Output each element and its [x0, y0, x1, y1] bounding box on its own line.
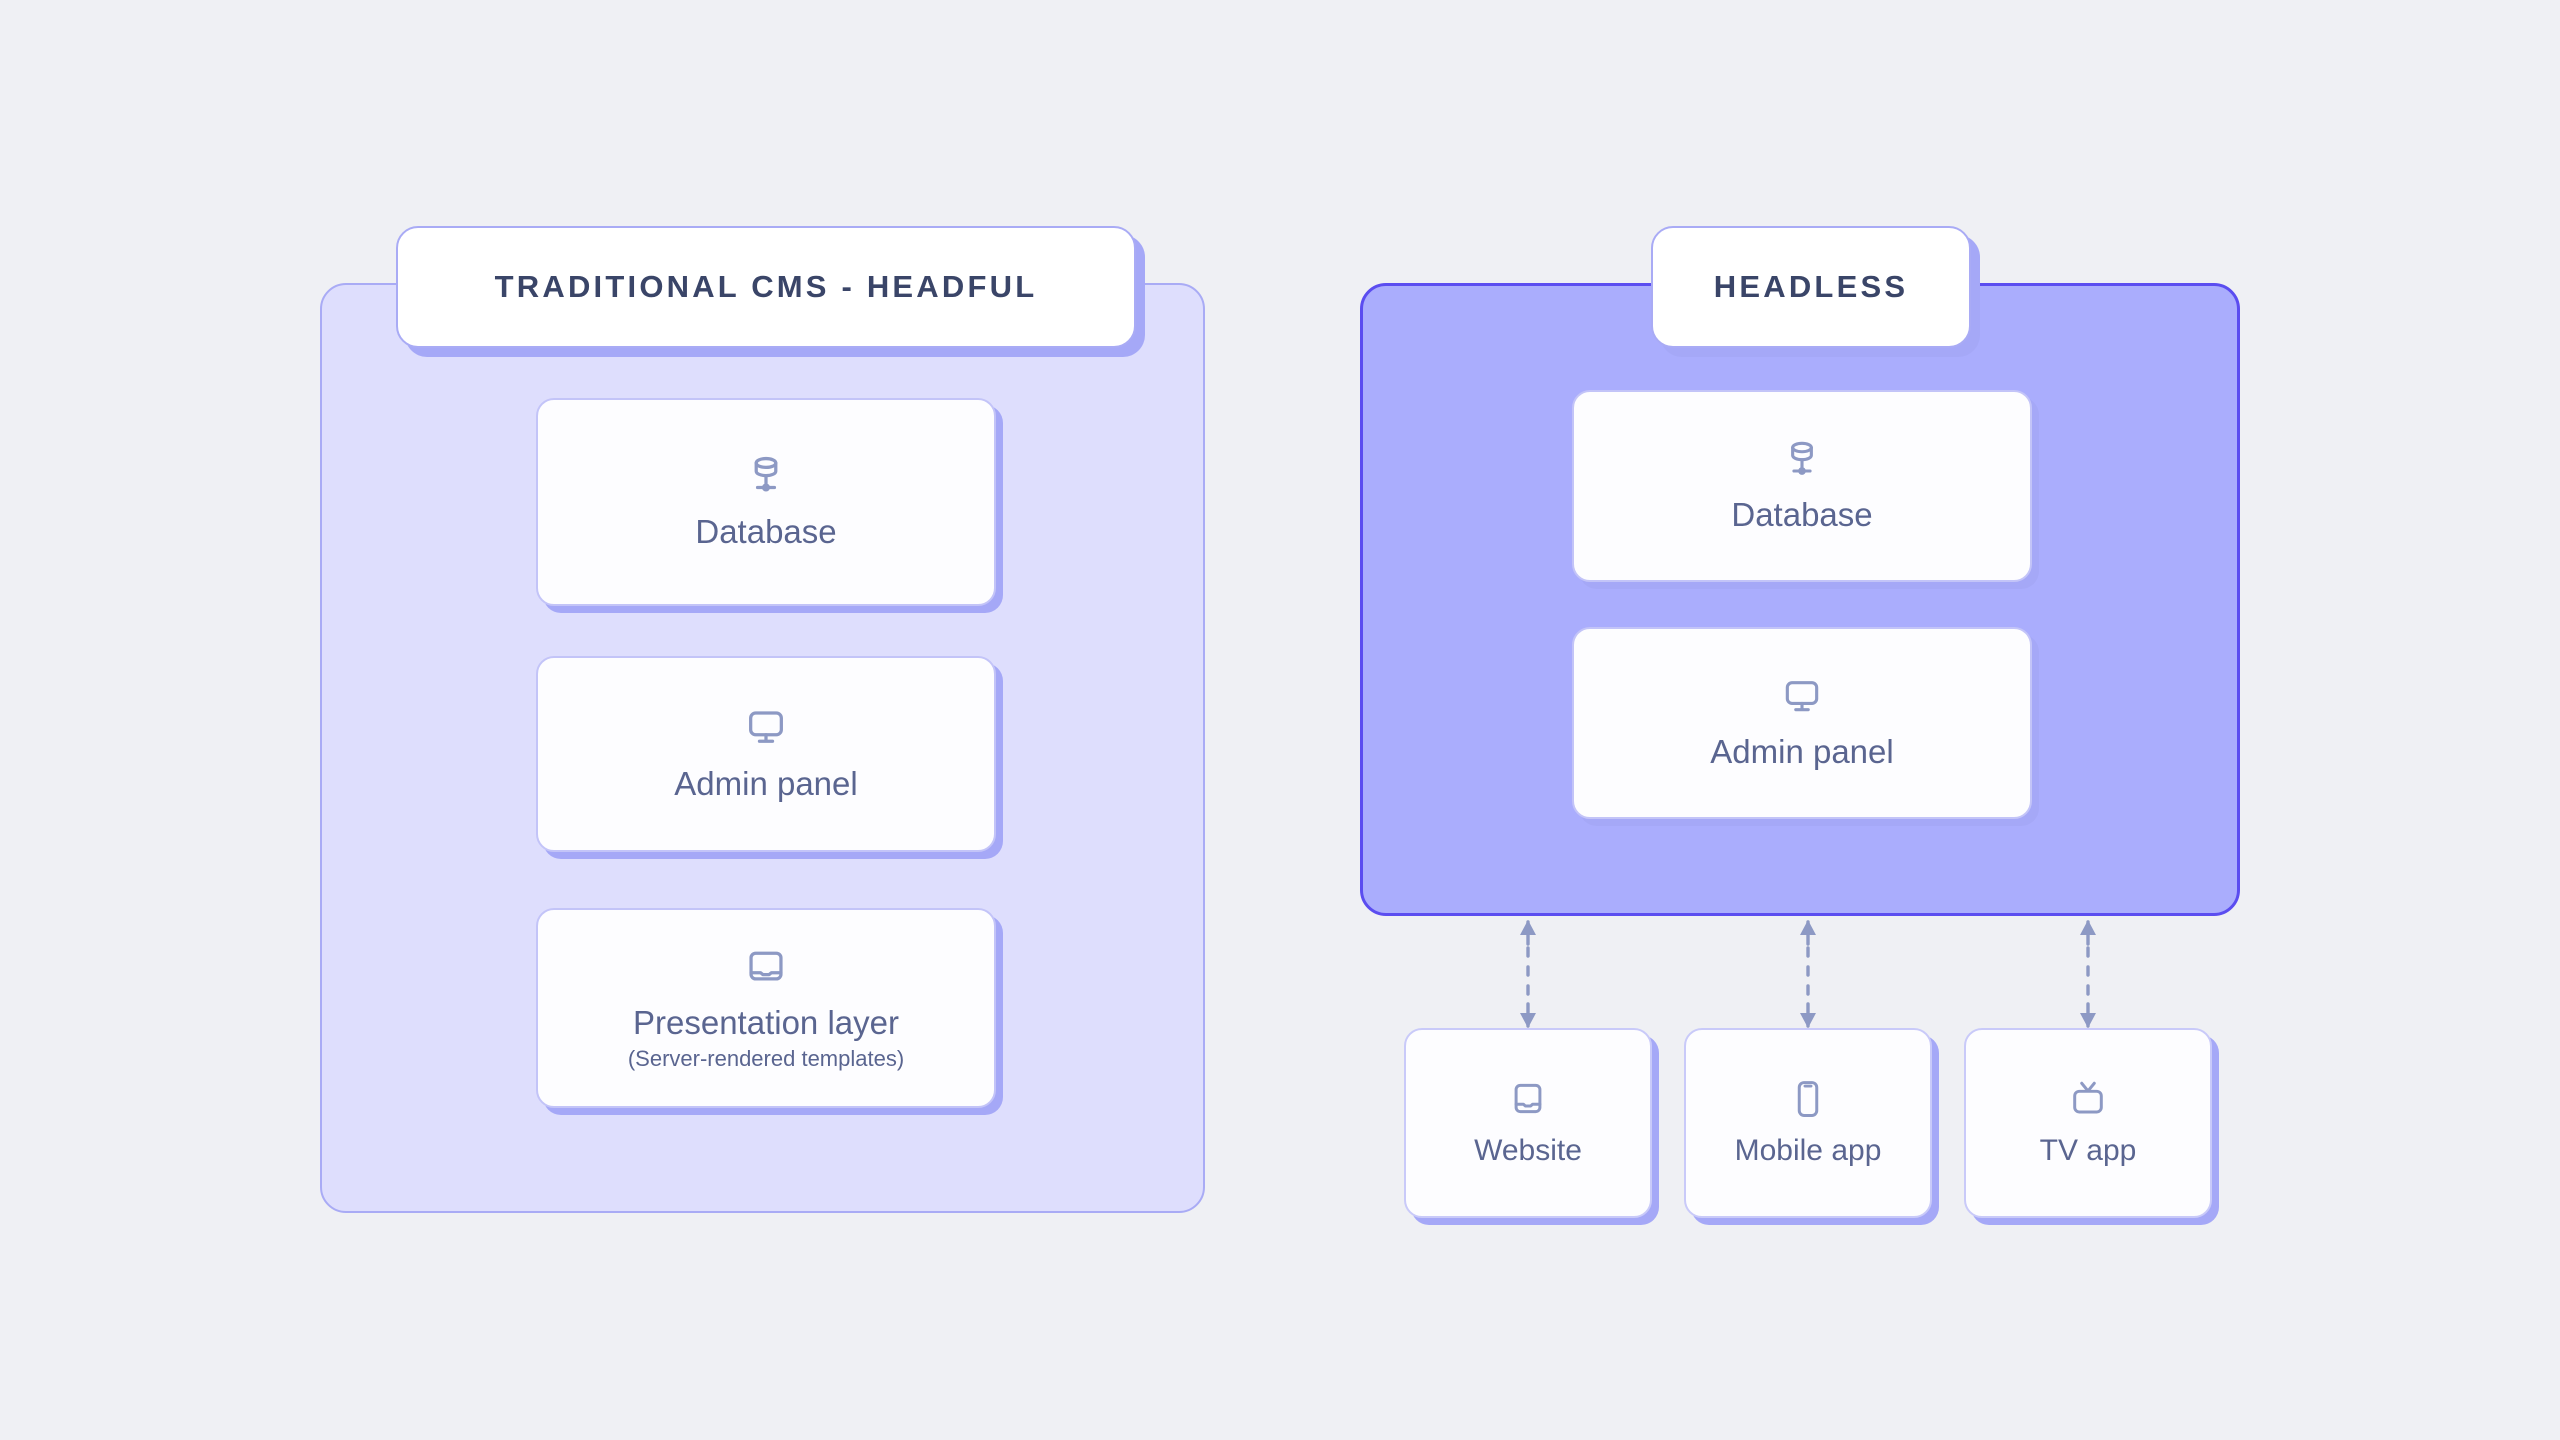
- connector-mobile-app: [1800, 920, 1816, 1028]
- card-admin-panel-traditional[interactable]: Admin panel: [536, 656, 1003, 859]
- connector-tv-app: [2080, 920, 2096, 1028]
- card-presentation-layer-traditional[interactable]: Presentation layer (Server-rendered temp…: [536, 908, 1003, 1115]
- card-website[interactable]: Website: [1404, 1028, 1659, 1225]
- monitor-icon: [749, 711, 783, 743]
- card-title: Database: [695, 513, 837, 551]
- card-title: TV app: [2039, 1133, 2137, 1167]
- card-database-traditional[interactable]: Database: [536, 398, 1003, 613]
- database-icon: [1791, 441, 1813, 475]
- card-title: Database: [1731, 496, 1873, 534]
- card-title: Admin panel: [674, 765, 858, 803]
- card-title: Presentation layer: [633, 1004, 899, 1042]
- headless-header-chip: HEADLESS: [1651, 226, 1980, 357]
- tv-icon: [2073, 1081, 2103, 1114]
- laptop-icon: [749, 951, 783, 981]
- connector-website: [1520, 920, 1536, 1028]
- headless-header-label: HEADLESS: [1651, 226, 1971, 348]
- card-mobile-app[interactable]: Mobile app: [1684, 1028, 1939, 1225]
- traditional-cms-header-label: TRADITIONAL CMS - HEADFUL: [396, 226, 1136, 348]
- card-admin-panel-headless[interactable]: Admin panel: [1572, 627, 2039, 826]
- card-title: Mobile app: [1734, 1133, 1882, 1167]
- monitor-icon: [1785, 681, 1819, 712]
- card-title: Admin panel: [1710, 733, 1894, 771]
- phone-icon: [1797, 1080, 1819, 1117]
- laptop-icon: [1514, 1083, 1542, 1113]
- card-tv-app[interactable]: TV app: [1964, 1028, 2219, 1225]
- card-database-headless[interactable]: Database: [1572, 390, 2039, 589]
- traditional-cms-header-chip: TRADITIONAL CMS - HEADFUL: [396, 226, 1145, 357]
- card-title: Website: [1474, 1133, 1582, 1167]
- database-icon: [754, 456, 778, 492]
- card-subtitle: (Server-rendered templates): [627, 1045, 905, 1071]
